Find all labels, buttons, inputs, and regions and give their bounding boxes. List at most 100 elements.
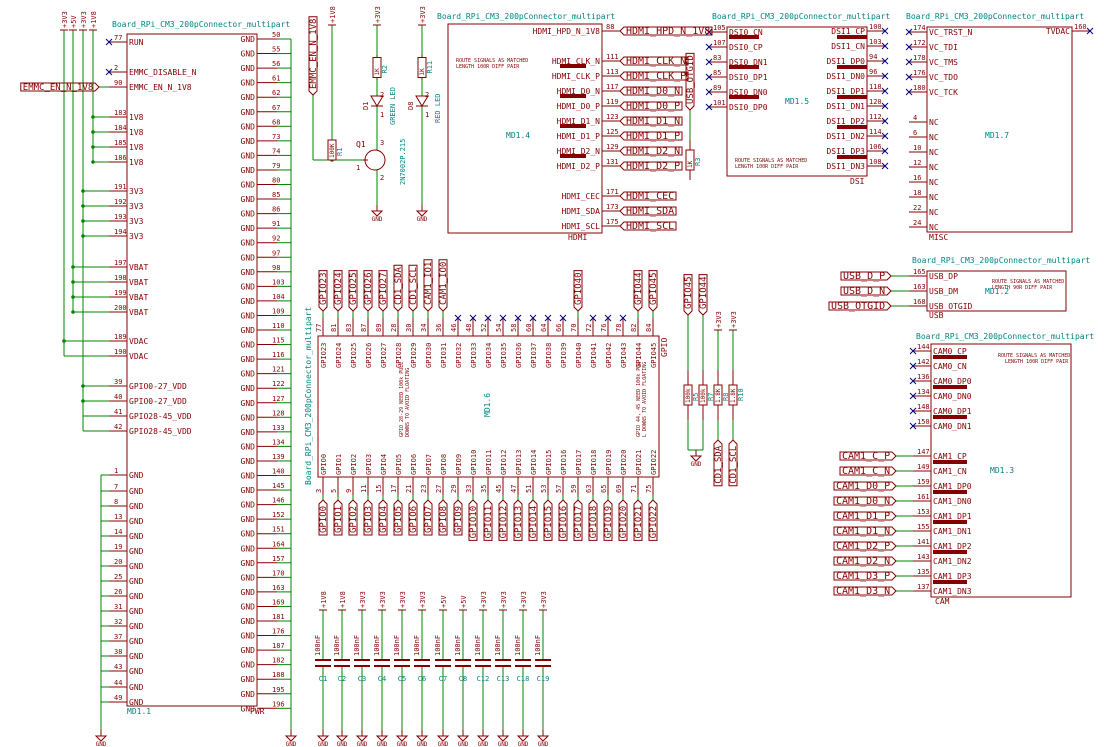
label-box [318, 270, 328, 312]
pin-name: GND [241, 530, 256, 539]
net-label: HDMI_SDA [626, 206, 674, 217]
usb-title: Board_RPi_CM3_200pConnector_multipart [912, 256, 1090, 265]
pin-number: 175 [606, 218, 619, 226]
pin-number: 113 [606, 68, 619, 76]
pwr-unit-body [126, 33, 258, 707]
pin-name: DSI0_DP1 [729, 73, 768, 82]
pin-name: HDMI_D2_N [557, 147, 601, 156]
net-label: GPIO26 [364, 272, 374, 305]
pin-name: GND [241, 486, 256, 495]
no-connect-mark [881, 27, 889, 35]
power-label: +3V3 [540, 591, 548, 608]
pin-number: 1 [425, 111, 429, 119]
pin-name: GPIO35 [500, 343, 508, 368]
pin-name: GND [241, 297, 256, 306]
pin-name: GND [241, 472, 256, 481]
pin-name: GND [129, 562, 144, 571]
pin-number: 143 [917, 553, 930, 561]
pin-number: 56 [272, 60, 280, 68]
pin-number: 68 [272, 118, 280, 126]
misc-ref: MD1.7 [985, 131, 1009, 140]
no-connect-mark [705, 28, 713, 36]
junction-dot [81, 384, 85, 388]
pin-name: GND [241, 399, 256, 408]
net-label: CAM1_D3_P [836, 571, 890, 582]
pin-name: GND [241, 282, 256, 291]
pin-name: VBAT [129, 278, 148, 287]
pin-name: GND [129, 667, 144, 676]
no-connect-mark [909, 377, 917, 385]
pin-name: GPIO25 [350, 343, 358, 368]
pin-name: GND [241, 239, 256, 248]
pin-name: HDMI_CLK_P [552, 72, 600, 81]
diff-pair-bar [933, 460, 967, 464]
pin-number: 89 [375, 324, 383, 332]
net-label: HDMI_D2_P [626, 161, 680, 172]
pin-number: 123 [606, 113, 619, 121]
pin-number: 197 [114, 259, 127, 267]
diff-pair-bar [933, 415, 967, 419]
resistor-value: 1K [419, 68, 426, 76]
label-box [685, 52, 695, 111]
label-box [513, 499, 523, 541]
pin-number: 60 [525, 324, 533, 332]
label-box [839, 466, 897, 476]
pin-number: 14 [114, 528, 122, 536]
pin-name: GND [241, 311, 256, 320]
pin-number: 85 [713, 69, 721, 77]
pin-number: 115 [272, 337, 285, 345]
pin-name: GPIO15 [545, 450, 553, 475]
pin-name: GND [241, 690, 256, 699]
no-connect-mark [881, 72, 889, 80]
pin-number: 44 [114, 679, 122, 687]
pin-name: GPIO29 [410, 343, 418, 368]
pin-name: USB_DM [929, 287, 958, 296]
pin-number: 3 [315, 489, 323, 493]
no-connect-mark [881, 102, 889, 110]
pin-name: GPIO3 [365, 454, 373, 475]
net-label: GPIO17 [574, 506, 584, 539]
label-box [438, 259, 448, 312]
label-box [20, 82, 100, 92]
no-connect-mark [499, 314, 507, 322]
power-label: +3V3 [379, 591, 387, 608]
pin-number: 38 [114, 648, 122, 656]
label-box [633, 499, 643, 541]
resistor-ref: R10 [737, 388, 745, 401]
no-connect-mark [514, 314, 522, 322]
junction-dot [81, 399, 85, 403]
pin-number: 107 [713, 39, 726, 47]
resistor-ref: R8 [722, 393, 730, 401]
pin-number: 3 [380, 139, 384, 147]
net-label: GPIO8 [439, 506, 449, 533]
gnd-symbol [436, 735, 450, 742]
net-label: GPIO19 [604, 506, 614, 539]
no-connect-mark [619, 314, 627, 322]
label-box [728, 439, 738, 487]
pin-name: TVDAC [1046, 27, 1070, 36]
diff-pair-bar [560, 154, 586, 158]
pin-number: 81 [330, 324, 338, 332]
net-label: HDMI_D0_N [626, 86, 680, 97]
pin-number: 77 [315, 324, 323, 332]
gnd-symbol [284, 735, 298, 742]
pin-name: USB_DP [929, 272, 958, 281]
pin-name: 1V8 [129, 143, 144, 152]
net-label: CAM1_C_N [842, 466, 890, 477]
pin-number: 128 [272, 409, 285, 417]
pin-name: GPIO43 [620, 343, 628, 368]
gnd-symbol [370, 210, 384, 217]
label-box [619, 71, 689, 81]
pin-name: GND [129, 577, 144, 586]
led-d1 [370, 95, 384, 107]
pin-number: 41 [114, 408, 122, 416]
pin-number: 58 [510, 324, 518, 332]
pin-name: GPIO14 [530, 450, 538, 475]
pin-name: GND [241, 704, 256, 713]
q1-value: 2N7002P.215 [399, 139, 407, 185]
pin-number: 134 [917, 388, 930, 396]
label-box [683, 274, 693, 316]
pin-number: 136 [917, 373, 930, 381]
cap-ref: C3 [358, 675, 366, 683]
cap-value: 100nF [413, 635, 421, 656]
